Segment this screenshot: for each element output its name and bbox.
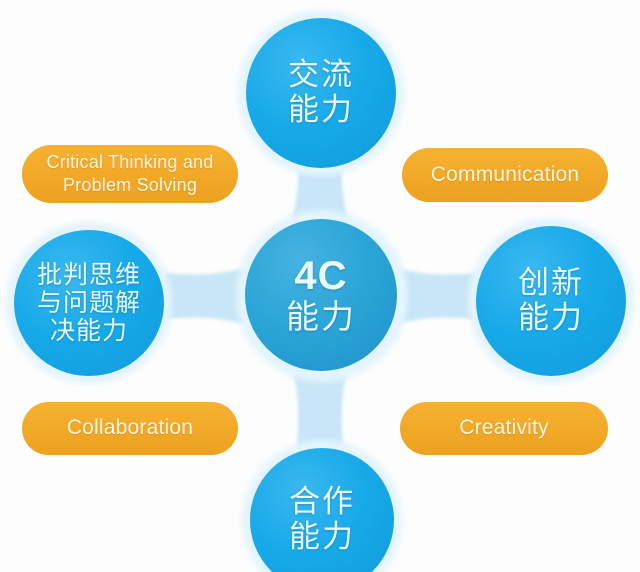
- node-critical-thinking-line-3: 决能力: [49, 317, 128, 345]
- node-critical-thinking[interactable]: 批判思维 与问题解 决能力: [14, 230, 164, 376]
- pill-critical-thinking-line-2: Problem Solving: [62, 175, 198, 195]
- node-creativity-line-2: 能力: [518, 300, 584, 335]
- pill-communication[interactable]: Communication: [402, 148, 608, 202]
- pill-creativity-label: Creativity: [459, 416, 549, 440]
- node-collaboration-line-1: 合作: [289, 484, 355, 520]
- pill-critical-thinking-line-1: Critical Thinking and: [46, 151, 214, 172]
- center-label-bottom: 能力: [286, 298, 356, 336]
- node-collaboration-line-2: 能力: [289, 519, 355, 554]
- pill-communication-label: Communication: [430, 162, 580, 186]
- node-critical-thinking-line-1: 批判思维: [36, 261, 141, 289]
- node-communication-line-1: 交流: [288, 57, 354, 93]
- node-critical-thinking-line-2: 与问题解: [36, 289, 141, 317]
- pill-creativity[interactable]: Creativity: [400, 402, 608, 455]
- pill-critical-thinking[interactable]: Critical Thinking and Problem Solving: [22, 145, 238, 203]
- node-collaboration[interactable]: 合作 能力: [250, 448, 394, 572]
- pill-collaboration[interactable]: Collaboration: [22, 402, 238, 455]
- center-label-top: 4C: [294, 254, 348, 299]
- connector-left: [152, 264, 260, 328]
- node-center-4c[interactable]: 4C 能力: [245, 219, 397, 371]
- connector-right: [380, 264, 488, 328]
- node-communication-line-2: 能力: [288, 92, 354, 127]
- node-communication[interactable]: 交流 能力: [246, 18, 396, 168]
- pill-collaboration-label: Collaboration: [66, 416, 194, 440]
- node-creativity[interactable]: 创新 能力: [476, 226, 626, 376]
- node-creativity-line-1: 创新: [518, 265, 584, 301]
